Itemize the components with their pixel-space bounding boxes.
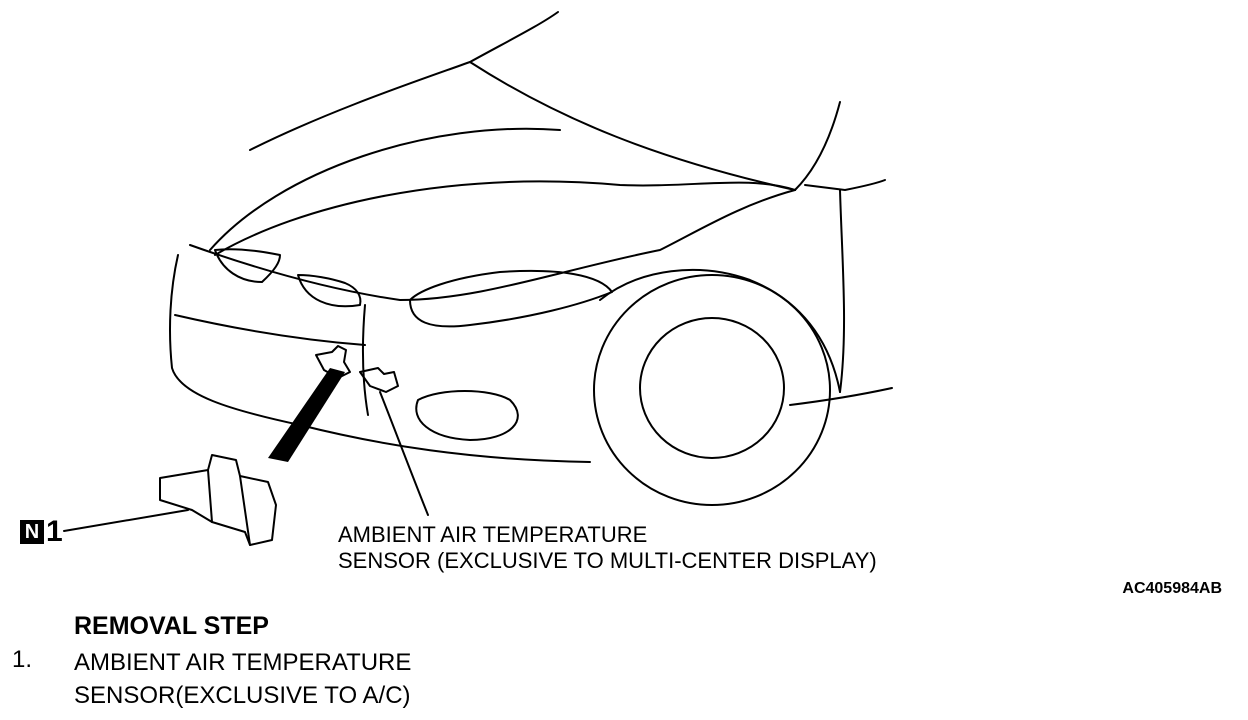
n-badge: N bbox=[20, 520, 44, 544]
sensor-leader bbox=[379, 391, 429, 516]
wheel-rim bbox=[639, 317, 785, 459]
door-line bbox=[789, 387, 893, 406]
windshield-line bbox=[469, 11, 559, 63]
n1-leader bbox=[63, 509, 189, 532]
pointer-wedge bbox=[268, 368, 345, 462]
a-pillar bbox=[249, 61, 471, 151]
callout-line-2: SENSOR (EXCLUSIVE TO MULTI-CENTER DISPLA… bbox=[338, 548, 877, 573]
fender-pillar bbox=[804, 179, 886, 191]
figure-code: AC405984AB bbox=[1122, 580, 1222, 597]
step-number: 1. bbox=[12, 646, 33, 673]
grille-edge bbox=[362, 304, 369, 416]
sensor-callout: AMBIENT AIR TEMPERATURE SENSOR (EXCLUSIV… bbox=[338, 522, 877, 574]
step-line-2: SENSOR(EXCLUSIVE TO A/C) bbox=[74, 682, 411, 709]
hood-front bbox=[189, 189, 796, 301]
headlight-right bbox=[409, 269, 613, 328]
wheel-arch bbox=[599, 268, 841, 393]
removal-title: REMOVAL STEP bbox=[74, 612, 269, 640]
hood-edge bbox=[469, 61, 796, 191]
headlight-center bbox=[297, 274, 362, 308]
step-text: AMBIENT AIR TEMPERATURE SENSOR(EXCLUSIVE… bbox=[74, 646, 411, 712]
part-number: 1 bbox=[46, 515, 63, 548]
fog-lamp bbox=[415, 390, 519, 441]
tire-outer bbox=[593, 274, 831, 506]
fender-side bbox=[839, 189, 846, 393]
fender-top bbox=[794, 101, 841, 191]
hood-line-2 bbox=[214, 180, 796, 256]
sensor-detail bbox=[159, 454, 277, 546]
step-line-1: AMBIENT AIR TEMPERATURE bbox=[74, 649, 412, 676]
headlight-left bbox=[214, 248, 281, 283]
sensor-b bbox=[359, 367, 399, 393]
bumper-lower bbox=[299, 424, 591, 463]
callout-line-1: AMBIENT AIR TEMPERATURE bbox=[338, 522, 648, 547]
bumper-crease bbox=[174, 314, 366, 346]
hood-crease bbox=[209, 127, 561, 251]
bumper-top bbox=[169, 254, 301, 426]
